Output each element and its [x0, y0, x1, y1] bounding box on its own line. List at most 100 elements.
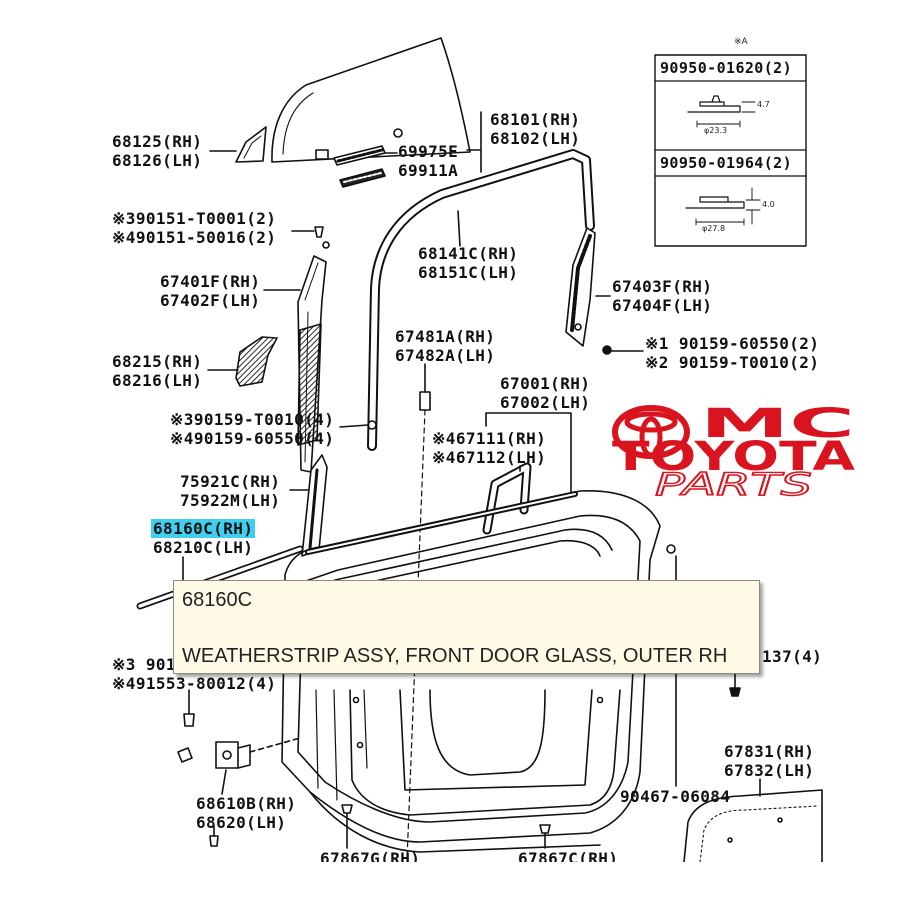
callout-90467[interactable]: 90467-06084 — [620, 787, 730, 806]
callout-rh-label: 67867C(RH) — [518, 849, 619, 862]
part-tooltip: 68160C WEATHERSTRIP ASSY, FRONT DOOR GLA… — [173, 580, 760, 674]
toyota-emblem-logo — [612, 405, 690, 459]
bolt-137[interactable] — [729, 687, 741, 697]
callout-lh-label: 67404F(LH) — [612, 296, 713, 315]
callout-rh-label: 68215(RH) — [112, 352, 203, 371]
clip-90950-01964-drawing — [685, 196, 745, 209]
callout-rh-label-highlighted[interactable]: 68160C(RH) — [151, 519, 256, 538]
callout-label: ※1 90159-60550(2) — [645, 334, 820, 353]
callout-90151[interactable]: ※390151-T0001(2) ※490151-50016(2) — [112, 209, 276, 247]
callout-label: ※390151-T0001(2) — [112, 209, 277, 228]
callout-rh-label: 67401F(RH) — [160, 272, 261, 291]
tooltip-part-number: 68160C — [182, 589, 253, 611]
inset-dim-b-2: φ27.8 — [702, 224, 726, 233]
callout-rh-label: 67403F(RH) — [612, 277, 713, 296]
door-check-68610b[interactable] — [215, 741, 239, 769]
logo-mc-text: MC — [700, 401, 855, 447]
callout-67831[interactable]: 67831(RH) 67832(LH) — [724, 742, 814, 780]
callout-67111[interactable]: ※467111(RH) ※467112(LH) — [432, 429, 546, 467]
callout-lh-label: 67482A(LH) — [395, 346, 496, 365]
glass-spacer-69911a[interactable] — [339, 168, 386, 188]
callout-label: ※390159-T0010(4) — [170, 410, 335, 429]
hinge-bolt[interactable] — [177, 747, 193, 763]
callout-90159-b[interactable]: ※390159-T0010(4) ※490159-60550(4) — [170, 410, 334, 448]
bolt-bottom-b[interactable] — [539, 824, 551, 834]
logo-parts-text: PARTS — [655, 467, 812, 503]
callout-68101[interactable]: 68101(RH) 68102(LH) — [490, 110, 580, 148]
callout-bolt-137[interactable]: 137(4) — [762, 647, 822, 666]
door-frame-bracket-68215[interactable] — [235, 336, 278, 387]
trim-clip-hole — [727, 837, 733, 843]
glass-leader — [466, 111, 482, 173]
door-shell-inner — [297, 514, 641, 823]
callout-75921c[interactable]: 75921C(RH) 75922M(LH) — [180, 472, 280, 510]
clip-90467[interactable] — [666, 544, 676, 554]
callout-label: 90467-06084 — [620, 787, 731, 806]
inset-part-number-2[interactable]: 90950-01964(2) — [660, 154, 793, 172]
door-rivet — [352, 696, 360, 704]
screw-90151-b[interactable] — [322, 241, 330, 249]
leader-90159-b — [339, 424, 369, 428]
door-inner-frame — [349, 689, 621, 816]
callout-label: ※2 90159-T0010(2) — [645, 353, 820, 372]
door-check-pin — [222, 750, 232, 760]
callout-lh-label: 68126(LH) — [112, 151, 203, 170]
callout-68215[interactable]: 68215(RH) 68216(LH) — [112, 352, 202, 390]
inset-dim-b-1: φ23.3 — [704, 126, 728, 135]
callout-68141c[interactable]: 68141C(RH) 68151C(LH) — [418, 244, 518, 282]
callout-68125[interactable]: 68125(RH) 68126(LH) — [112, 132, 202, 170]
callout-67481a[interactable]: 67481A(RH) 67482A(LH) — [395, 327, 495, 365]
door-trim-board-67831[interactable] — [683, 789, 823, 862]
callout-lh-label: 67002(LH) — [500, 393, 591, 412]
door-belt-line-inner — [307, 493, 576, 553]
leader-68141c — [457, 210, 461, 247]
callout-67867c[interactable]: 67867C(RH) — [518, 849, 618, 862]
bolt-bottom-a[interactable] — [341, 804, 353, 814]
callout-67867g[interactable]: 67867G(RH) — [320, 849, 420, 862]
glass-edge-line — [282, 92, 314, 155]
callout-rh-label: 68141C(RH) — [418, 244, 519, 263]
door-sash-opening-inner — [351, 539, 601, 587]
screw-90151-a[interactable] — [314, 226, 324, 238]
inset-part-number-1[interactable]: 90950-01620(2) — [660, 59, 793, 77]
callout-91553[interactable]: ※3 901 ※491553-80012(4) — [112, 655, 276, 693]
line-art — [136, 37, 823, 862]
door-parts-illustration: MC TOYOTA PARTS — [136, 37, 855, 862]
door-bottom-edge — [309, 791, 601, 853]
callout-rh-label: 68125(RH) — [112, 132, 203, 151]
hinge-dashed-line — [249, 737, 301, 753]
callout-lh-label: 75922M(LH) — [180, 491, 281, 510]
callout-67403f[interactable]: 67403F(RH) 67404F(LH) — [612, 277, 712, 315]
pillar-garnish-inner — [308, 468, 319, 550]
callout-69975e[interactable]: 69975E 69911A — [398, 142, 458, 180]
clip-90950-01620-drawing — [687, 95, 741, 113]
callout-rh-label: 68610B(RH) — [196, 794, 297, 813]
outer-weatherstrip-inner — [138, 547, 302, 608]
callout-67401f[interactable]: 67401F(RH) 67402F(LH) — [160, 272, 260, 310]
door-rivet — [356, 741, 364, 749]
callout-68610b[interactable]: 68610B(RH) 68620(LH) — [196, 794, 296, 832]
inset-dim-a-1: 4.7 — [757, 100, 770, 109]
bolt-lower-left[interactable] — [209, 835, 219, 847]
callout-label: 137(4) — [762, 647, 823, 666]
callout-lh-label: 67402F(LH) — [160, 291, 261, 310]
garnish-67403f-stripes — [570, 234, 592, 332]
door-window-glass[interactable] — [271, 37, 471, 163]
door-sash-opening — [334, 528, 613, 581]
hinge-bolt[interactable] — [183, 713, 195, 727]
door-inner-panel — [399, 689, 593, 791]
garnish-bracket — [297, 323, 322, 446]
screw-90159-a[interactable] — [602, 345, 612, 355]
door-check-arm — [237, 744, 251, 769]
callout-label: 69975E — [398, 142, 459, 161]
callout-lh-label: 68210C(LH) — [153, 538, 254, 557]
callout-68160c[interactable]: 68160C(RH) 68210C(LH) — [151, 519, 256, 557]
door-left-edge-lines — [315, 689, 368, 801]
callout-lh-label: 68216(LH) — [112, 371, 203, 390]
callout-67001[interactable]: 67001(RH) 67002(LH) — [500, 374, 590, 412]
callout-90159-a[interactable]: ※1 90159-60550(2) ※2 90159-T0010(2) — [645, 334, 819, 372]
callout-label: ※490159-60550(4) — [170, 429, 335, 448]
frame-cover-67481a[interactable] — [419, 391, 431, 411]
parts-diagram: MC TOYOTA PARTS ※A 90950-01620(2) 4.7 φ2… — [112, 37, 855, 862]
corner-cover-inner-line — [243, 135, 262, 159]
